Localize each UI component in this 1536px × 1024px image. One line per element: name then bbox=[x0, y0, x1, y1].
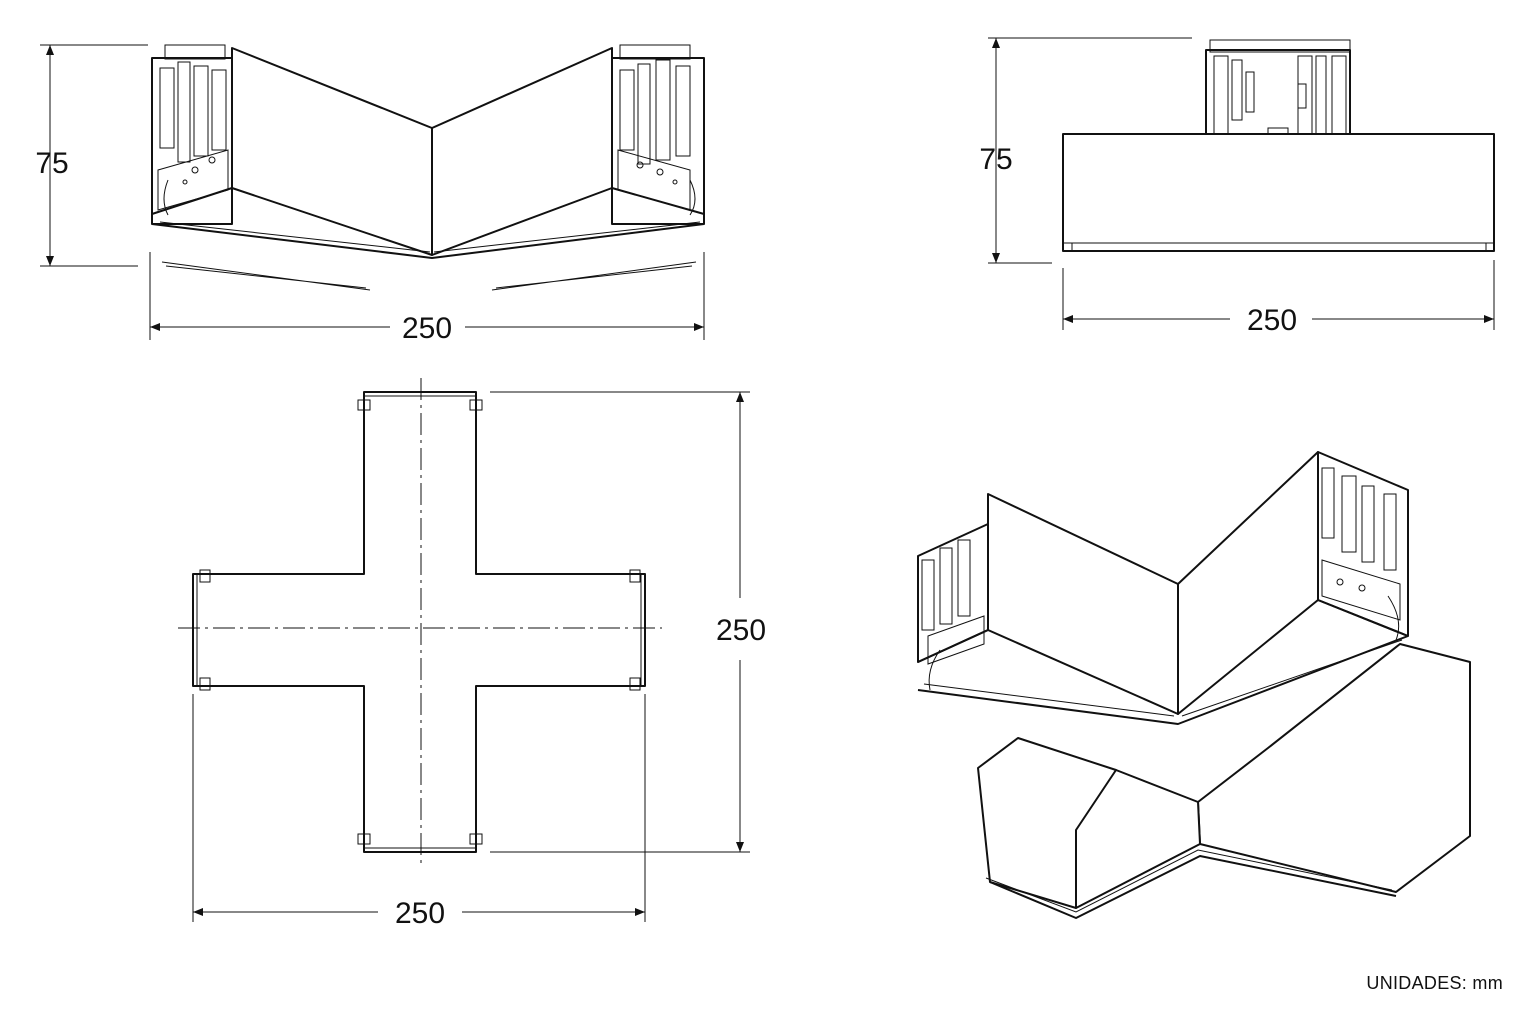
isometric-view-top-left: 75 250 bbox=[35, 44, 705, 345]
left-connector bbox=[151, 44, 233, 225]
units-label: UNIDADES: mm bbox=[1366, 973, 1503, 993]
view2-height-label: 75 bbox=[979, 143, 1012, 176]
isometric-view-bottom-right bbox=[917, 451, 1471, 919]
iso-top-right-face bbox=[1177, 451, 1319, 715]
elevation-view-top-right: 75 250 bbox=[979, 37, 1495, 337]
view1-width-label: 250 bbox=[402, 312, 452, 345]
view3-width-label: 250 bbox=[395, 897, 445, 930]
elevation-body bbox=[1062, 133, 1495, 252]
v-body bbox=[151, 47, 705, 259]
cross-center bbox=[1075, 769, 1201, 909]
plan-view-bottom-left: 250 250 bbox=[178, 378, 766, 930]
view1-height-label: 75 bbox=[35, 147, 68, 180]
right-connector bbox=[611, 44, 705, 225]
iso-right-connector bbox=[1317, 451, 1409, 641]
iso-left-connector bbox=[917, 523, 989, 691]
view2-width-label: 250 bbox=[1247, 304, 1297, 337]
iso-top-left-face bbox=[987, 493, 1179, 715]
top-connector bbox=[1205, 39, 1351, 139]
view3-height-label: 250 bbox=[716, 614, 766, 647]
cross-lower-right-arm bbox=[1197, 643, 1471, 893]
cross-outline bbox=[192, 391, 646, 853]
